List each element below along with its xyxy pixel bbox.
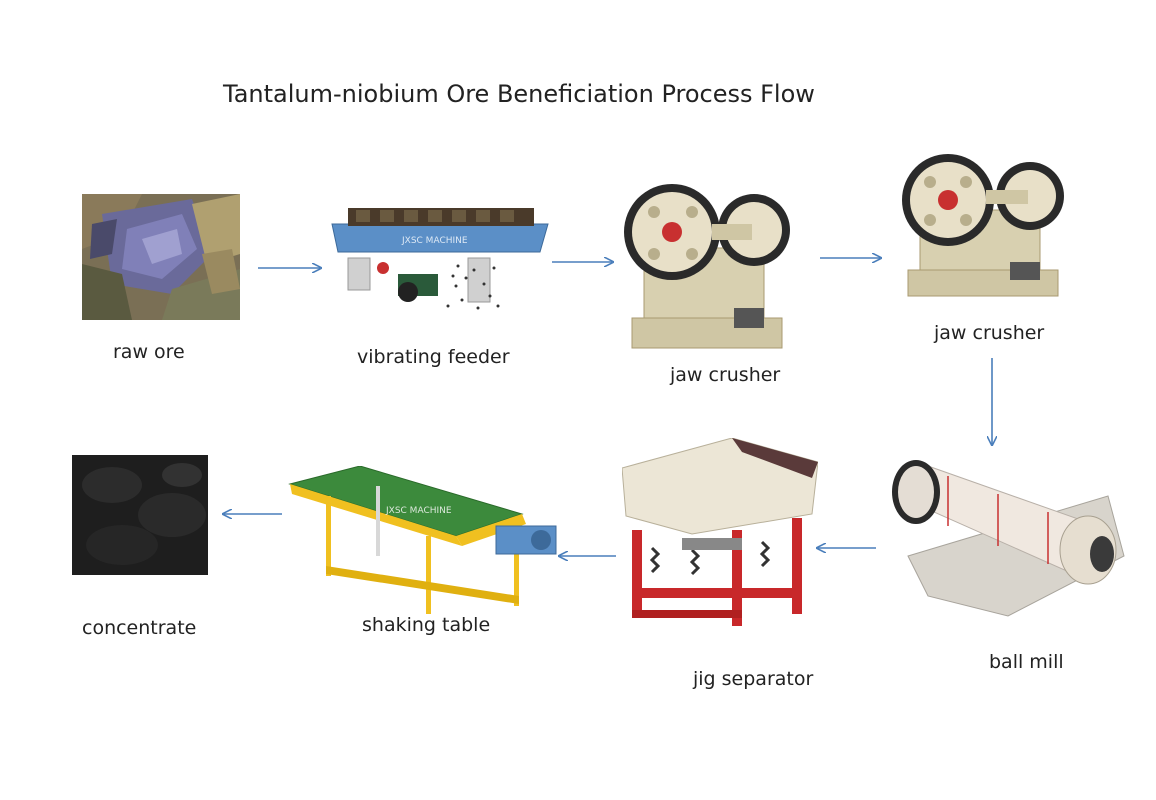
diagram-title: Tantalum-niobium Ore Beneficiation Proce… [223, 80, 815, 108]
raw-ore-label: raw ore [113, 341, 185, 363]
raw-ore-image [82, 194, 240, 320]
concentrate-image [72, 455, 208, 575]
vibrating-feeder-image: JXSC MACHINE [328, 196, 550, 318]
vibrating-feeder-label: vibrating feeder [357, 346, 510, 368]
concentrate-label: concentrate [82, 617, 197, 639]
jaw-crusher-1-label: jaw crusher [670, 364, 781, 386]
jaw-crusher-2-image [900, 140, 1072, 310]
shaking-table-image: JXSC MACHINE [286, 466, 560, 616]
jaw-crusher-1-image [624, 168, 796, 364]
shaking-table-label: shaking table [362, 614, 491, 636]
ball-mill-image [888, 456, 1136, 626]
jig-separator-image [622, 438, 818, 634]
jig-separator-label: jig separator [693, 668, 814, 690]
jaw-crusher-2-label: jaw crusher [934, 322, 1045, 344]
feeder-watermark: JXSC MACHINE [401, 236, 468, 246]
table-watermark: JXSC MACHINE [385, 506, 452, 516]
ball-mill-label: ball mill [989, 651, 1064, 673]
